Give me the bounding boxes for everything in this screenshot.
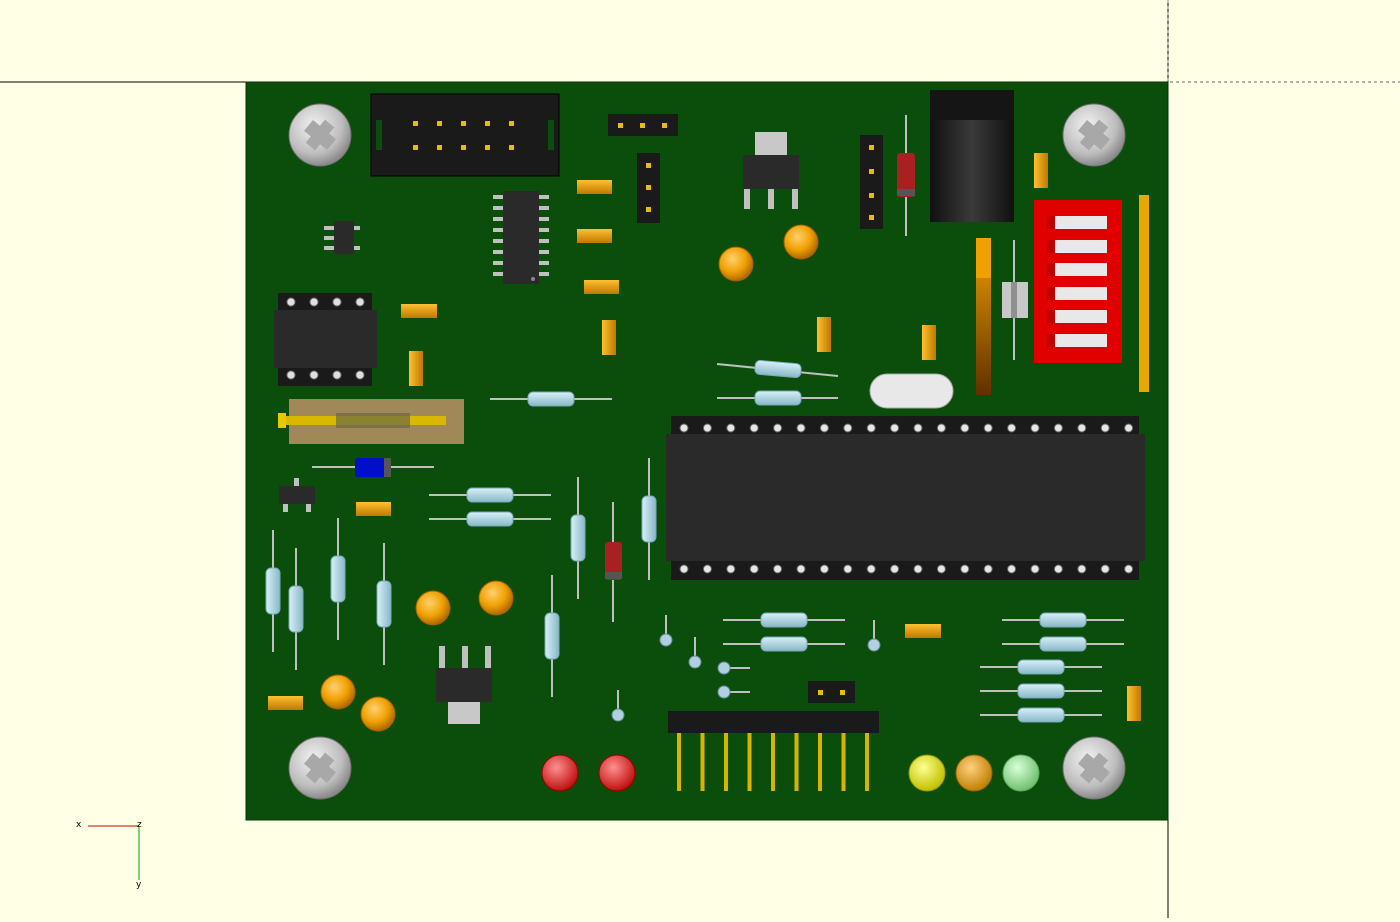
led-yellow (908, 754, 946, 792)
ic-pin (866, 423, 876, 433)
ic-pin (890, 564, 900, 574)
ic-pin (866, 564, 876, 574)
header-pin (771, 733, 775, 791)
smd-capacitor (268, 180, 941, 710)
ic-pin (1007, 564, 1017, 574)
ic-pin (819, 564, 829, 574)
jumper-header-4pin-vertical (860, 135, 883, 229)
ic-pin (913, 423, 923, 433)
mounting-screw-top-right (1062, 103, 1126, 167)
sot-ic-small (324, 221, 360, 254)
jumper-header-3pin-vertical (637, 153, 660, 223)
ic-pin (1077, 423, 1087, 433)
diode-glass-vertical (1002, 240, 1028, 360)
header-pin (841, 733, 846, 791)
axis-label-x: x (76, 820, 82, 830)
ic-pin (796, 564, 806, 574)
ic-pin (726, 564, 736, 574)
led-green (1002, 754, 1040, 792)
ic-pin (913, 564, 923, 574)
jumper-header-3pin-horizontal (608, 114, 678, 136)
ic-pin (1053, 423, 1063, 433)
ic-pin (1053, 564, 1063, 574)
ic-pin (796, 423, 806, 433)
diode-blue-horizontal (312, 458, 434, 477)
ic-pin (773, 564, 783, 574)
trimmer-potentiometer (278, 399, 464, 444)
ic-pin (1007, 423, 1017, 433)
smd-capacitor-vertical (409, 153, 1141, 721)
header-pin (677, 733, 681, 791)
dip-40-microcontroller (666, 416, 1145, 580)
ic-pin (936, 423, 946, 433)
header-pin (818, 733, 822, 791)
ic-pin (1030, 564, 1040, 574)
soic-16-ic (493, 191, 549, 284)
ic-pin (960, 564, 970, 574)
electrolytic-capacitor-bar (976, 238, 991, 395)
test-point-pad (611, 633, 881, 722)
gold-strip (1139, 195, 1149, 392)
ic-pin (1100, 423, 1110, 433)
mounting-screw-bottom-right (1062, 736, 1126, 800)
dip-switch-6 (1034, 200, 1122, 363)
ic-pin (726, 423, 736, 433)
ic-pin (1100, 564, 1110, 574)
ic-pin (749, 564, 759, 574)
ic-pin (983, 423, 993, 433)
header-pin (747, 733, 752, 791)
ic-pin (702, 564, 712, 574)
voltage-regulator-sot223-bottom (436, 646, 492, 724)
ic-pin (1030, 423, 1040, 433)
header-pin (865, 733, 869, 791)
header-pin (724, 733, 728, 791)
led-red-2 (598, 754, 636, 792)
box-header-10pin (370, 93, 560, 177)
ic-pin (1077, 564, 1087, 574)
ic-pin (749, 423, 759, 433)
ic-pin (819, 423, 829, 433)
ic-pin (960, 423, 970, 433)
mounting-screw-bottom-left (288, 736, 352, 800)
ic-pin (843, 423, 853, 433)
axis-gizmo (88, 825, 140, 880)
resistor-body (466, 359, 1087, 723)
diode-vertical-top (897, 115, 915, 236)
axis-label-y: y (136, 880, 142, 890)
ic-pin (1124, 423, 1134, 433)
ic-pin (773, 423, 783, 433)
dc-power-jack (930, 90, 1014, 222)
led-red-1 (541, 754, 579, 792)
ic-pin (679, 564, 689, 574)
jumper-header-2pin (808, 681, 855, 703)
ic-pin (843, 564, 853, 574)
transistor-sot23 (279, 478, 315, 512)
ic-pin (1124, 564, 1134, 574)
disc-capacitor (320, 224, 819, 732)
voltage-regulator-sot223-top (743, 132, 799, 209)
mounting-screw-top-left (288, 103, 352, 167)
axis-label-z: z (137, 820, 142, 830)
led-orange (955, 754, 993, 792)
ic-pin (936, 564, 946, 574)
diode-red-vertical (605, 502, 622, 622)
header-pin (700, 733, 705, 791)
resistor-body-vertical (265, 495, 657, 660)
crystal-oscillator (869, 373, 954, 409)
dip-8-ic (274, 293, 377, 386)
ic-pin (983, 564, 993, 574)
pin-header-9 (668, 711, 879, 791)
ic-pin (890, 423, 900, 433)
header-pin (794, 733, 799, 791)
ic-pin (679, 423, 689, 433)
ic-pin (702, 423, 712, 433)
